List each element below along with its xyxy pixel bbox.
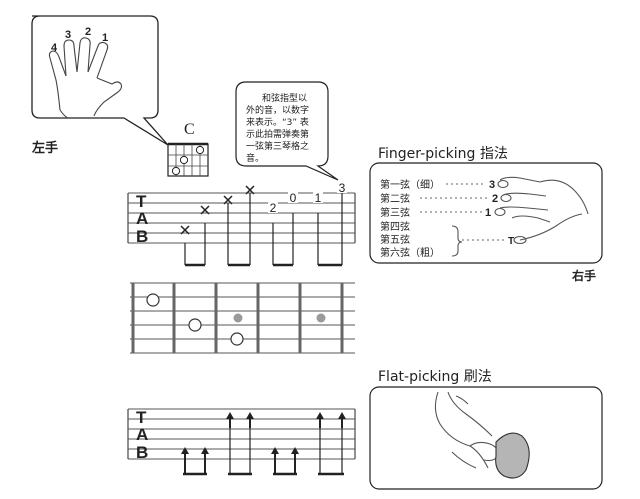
fret-number-bg bbox=[268, 201, 278, 213]
fret-number: 2 bbox=[270, 201, 277, 215]
tab-staff-2: T A B bbox=[127, 408, 356, 476]
callout-line: 和弦指型以 bbox=[262, 92, 307, 104]
picking-finger-t: T bbox=[508, 236, 514, 247]
finger-number-4: 4 bbox=[51, 42, 58, 54]
fretboard bbox=[130, 282, 355, 354]
down-stroke-arrow bbox=[271, 447, 279, 474]
left-hand-drawing bbox=[48, 37, 123, 119]
picking-finger-3: 3 bbox=[489, 179, 495, 191]
muted-note-x bbox=[245, 185, 255, 195]
string-label-6: 第六弦（粗） bbox=[380, 246, 440, 259]
muted-note-x bbox=[223, 195, 233, 205]
flat-picking-title: Flat-picking 刷法 bbox=[378, 369, 492, 385]
string-label-1: 第一弦（细） bbox=[380, 178, 440, 191]
note-stems bbox=[184, 193, 343, 267]
string-label-3: 第三弦 bbox=[380, 206, 410, 219]
callout-line: 外的音，以数字 bbox=[246, 104, 309, 116]
tab-letter-t: T bbox=[136, 192, 147, 211]
fret-dot-filled bbox=[316, 313, 326, 323]
flat-picking-panel bbox=[369, 386, 603, 490]
fret-number-bg bbox=[337, 181, 347, 193]
chord-name: C bbox=[184, 121, 195, 138]
callout-line: 音。 bbox=[246, 152, 264, 164]
fret-dot-open bbox=[146, 293, 160, 307]
muted-note-x bbox=[200, 205, 210, 215]
callout-line: 一弦第三琴格之 bbox=[246, 140, 309, 152]
left-hand-panel: 4 3 2 1 左手 bbox=[31, 15, 169, 156]
finger-number-1: 1 bbox=[102, 32, 108, 44]
chord-dot bbox=[179, 155, 189, 165]
up-stroke-arrow bbox=[246, 412, 254, 428]
tab-letter-b: B bbox=[136, 443, 148, 462]
tab-letter-a: A bbox=[136, 209, 148, 228]
fret-number: 1 bbox=[315, 191, 322, 205]
fret-number-bg bbox=[288, 191, 298, 203]
left-hand-label: 左手 bbox=[32, 140, 58, 156]
tab-letter-t: T bbox=[136, 408, 147, 427]
fret-number-bg bbox=[313, 191, 323, 203]
fret-number: 3 bbox=[339, 181, 346, 195]
right-hand-label: 右手 bbox=[571, 268, 596, 283]
chord-diagram: C bbox=[167, 121, 209, 177]
finger-picking-panel: Finger-picking 指法 第一弦（细） 第二弦 第三弦 第四弦 第五弦… bbox=[369, 146, 603, 283]
fret-dot-open bbox=[230, 332, 244, 346]
up-stroke-arrow bbox=[226, 412, 234, 428]
chord-dot bbox=[195, 145, 205, 155]
strum-strokes bbox=[181, 412, 346, 474]
finger-number-2: 2 bbox=[85, 26, 91, 38]
string-label-4: 第四弦 bbox=[380, 220, 410, 233]
finger-number-3: 3 bbox=[65, 29, 71, 41]
fret-dot-open bbox=[188, 318, 202, 332]
tab-letter-b: B bbox=[136, 227, 148, 246]
callout-bubble: 和弦指型以 外的音，以数字 来表示。“3” 表 示此拍需弹奏第 一弦第三琴格之 … bbox=[235, 81, 339, 181]
callout-line: 示此拍需弹奏第 bbox=[246, 128, 309, 140]
down-stroke-arrow bbox=[181, 447, 189, 474]
chord-dot bbox=[171, 166, 181, 176]
guitar-pick-icon bbox=[495, 432, 530, 479]
picking-finger-2: 2 bbox=[492, 193, 498, 205]
callout-line: 来表示。“3” 表 bbox=[246, 116, 309, 128]
muted-note-x bbox=[180, 225, 190, 235]
up-stroke-arrow bbox=[338, 412, 346, 428]
string-label-5: 第五弦 bbox=[380, 233, 410, 246]
tab-letter-a: A bbox=[136, 425, 148, 444]
right-hand-drawing bbox=[494, 176, 589, 245]
fret-dot-filled bbox=[233, 313, 243, 323]
picking-finger-1: 1 bbox=[485, 207, 491, 219]
fret-number: 0 bbox=[290, 191, 297, 205]
string-label-2: 第二弦 bbox=[380, 192, 410, 205]
string-group-brace bbox=[451, 225, 463, 257]
up-stroke-arrow bbox=[316, 412, 324, 428]
down-stroke-arrow bbox=[291, 447, 299, 474]
finger-picking-title: Finger-picking 指法 bbox=[378, 146, 508, 162]
down-stroke-arrow bbox=[201, 447, 209, 474]
